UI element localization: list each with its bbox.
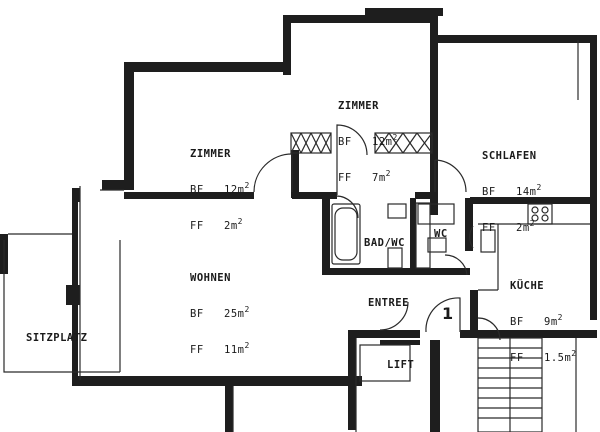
bf-label: BF (338, 136, 352, 148)
bf-label: BF (190, 308, 204, 320)
ff-value: 2m (224, 220, 238, 232)
ff-label: FF (190, 220, 204, 232)
bf-label: BF (482, 186, 496, 198)
bf-value: 12m (372, 136, 393, 148)
ff-label: FF (510, 352, 524, 364)
unit-exponent: 2 (244, 181, 250, 190)
bf-value: 25m (224, 308, 245, 320)
bf-label: BF (510, 316, 524, 328)
unit-exponent: 2 (392, 133, 398, 142)
label-bad-wc: BAD/WC (364, 237, 405, 249)
unit-exponent: 2 (244, 341, 250, 350)
label-wc: WC (434, 228, 448, 240)
ff-value: 7m (372, 172, 386, 184)
unit-exponent: 2 (571, 349, 577, 358)
bf-value: 9m (544, 316, 558, 328)
bf-label: BF (190, 184, 204, 196)
bf-value: 12m (224, 184, 245, 196)
thin-lines (3, 40, 590, 432)
room-name: ZIMMER (338, 100, 379, 112)
ff-label: FF (482, 222, 496, 234)
unit-exponent: 2 (385, 169, 391, 178)
room-name: WOHNEN (190, 272, 231, 284)
room-name: SCHLAFEN (482, 150, 537, 162)
bf-value: 14m (516, 186, 537, 198)
unit-exponent: 2 (557, 313, 563, 322)
label-lift: LIFT (387, 359, 415, 371)
unit-number: 1 (442, 304, 454, 323)
ff-value: 11m (224, 344, 245, 356)
unit-exponent: 2 (529, 219, 535, 228)
ff-value: 2m (516, 222, 530, 234)
ff-value: 1.5m (544, 352, 572, 364)
room-name: ZIMMER (190, 148, 231, 160)
ff-label: FF (190, 344, 204, 356)
unit-exponent: 2 (237, 217, 243, 226)
unit-exponent: 2 (244, 305, 250, 314)
label-entree: ENTREE (368, 297, 409, 309)
ff-label: FF (338, 172, 352, 184)
room-name: KÜCHE (510, 280, 545, 292)
unit-exponent: 2 (536, 183, 542, 192)
label-sitzplatz: SITZPLATZ (26, 332, 88, 344)
